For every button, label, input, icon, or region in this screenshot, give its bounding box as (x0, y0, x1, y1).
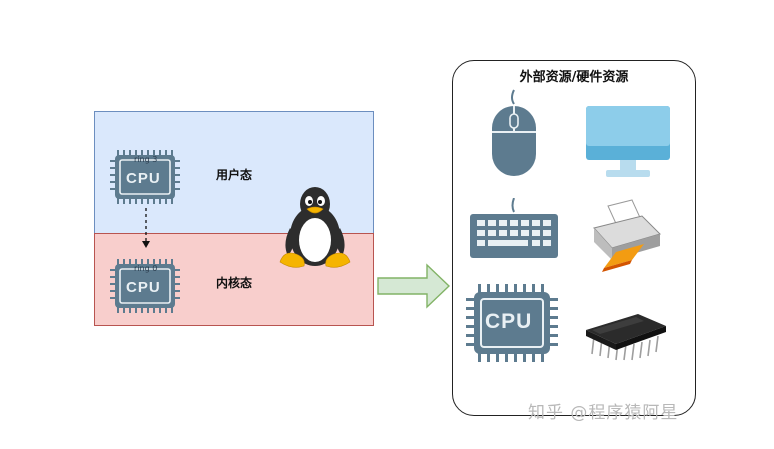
watermark-text: 知乎 @程序猿阿星 (528, 403, 679, 423)
monitor-icon (586, 106, 670, 177)
printer-icon (593, 199, 661, 272)
hardware-resources-title: 外部资源/硬件资源 (519, 70, 629, 85)
cpu-icon-text: CPU (485, 310, 533, 333)
access-arrow (377, 263, 451, 309)
keyboard-icon (470, 198, 558, 258)
memory-chip-icon (586, 314, 666, 361)
user-cpu-text: CPU (126, 170, 161, 187)
ring-transition-arrow (142, 208, 150, 248)
kernel-cpu-text: CPU (126, 279, 161, 296)
user-mode-label: 用户态 (216, 168, 253, 182)
linux-penguin-icon (279, 187, 351, 268)
kernel-cpu-icon (110, 259, 180, 313)
kernel-mode-label: 内核态 (216, 276, 253, 290)
user-ring-label: ring 3 (134, 155, 158, 164)
mouse-icon (492, 89, 536, 176)
user-cpu-icon (110, 150, 180, 204)
kernel-ring-label: ring 0 (134, 264, 158, 273)
cpu-icon (466, 284, 558, 362)
